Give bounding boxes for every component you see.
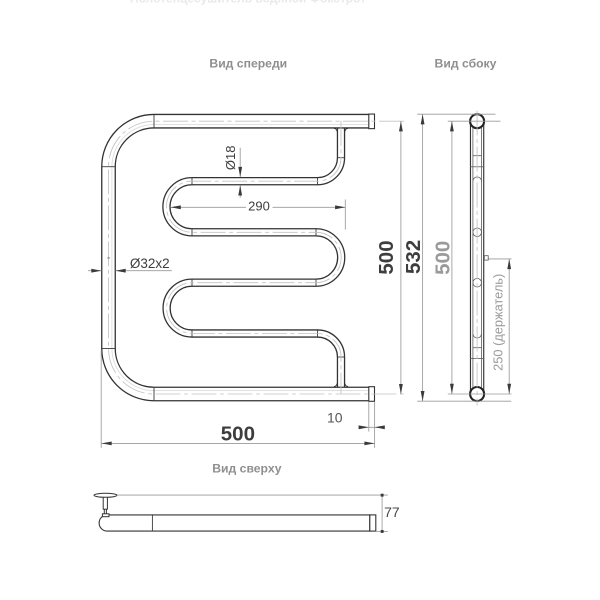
svg-text:500: 500 — [221, 423, 255, 446]
svg-text:10: 10 — [327, 410, 343, 426]
svg-text:290: 290 — [248, 199, 270, 214]
svg-text:Ø32x2: Ø32x2 — [130, 256, 170, 271]
svg-text:Вид спереди: Вид спереди — [209, 56, 287, 70]
svg-text:Полотенцесушитель водяной Фокс: Полотенцесушитель водяной Фокстрот — [130, 0, 366, 5]
svg-text:Ø18: Ø18 — [223, 146, 238, 171]
svg-text:500: 500 — [432, 241, 455, 275]
svg-text:500: 500 — [375, 240, 398, 274]
svg-text:Вид сверху: Вид сверху — [212, 462, 282, 476]
svg-text:532: 532 — [402, 240, 425, 274]
svg-text:77: 77 — [384, 504, 400, 520]
svg-text:250 (держатель): 250 (держатель) — [490, 274, 505, 371]
svg-text:Вид сбоку: Вид сбоку — [435, 56, 497, 70]
